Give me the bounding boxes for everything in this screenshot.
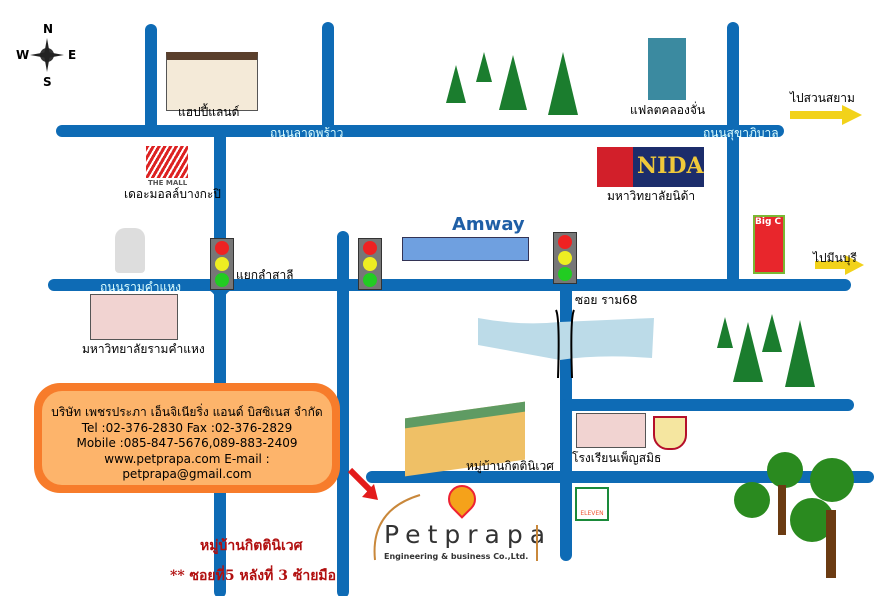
note-directions: ** ซอยที่5 หลังที่ 3 ซ้ายมือ	[170, 568, 337, 584]
label-flat: แฟลตคลองจั่น	[630, 103, 706, 117]
compass-icon	[30, 38, 64, 72]
tree-icons	[446, 52, 815, 387]
label-ru: มหาวิทยาลัยรามคำแหง	[82, 342, 205, 356]
note-village: หมู่บ้านกิตตินิเวศ	[200, 538, 303, 554]
big-c-logo: Big C	[753, 215, 785, 274]
road-label-ladprao: ถนนลาดพร้าว	[270, 126, 344, 140]
amway-logo: Amway	[452, 214, 525, 235]
company-web: www.petprapa.com E-mail : petprapa@gmail…	[104, 451, 270, 482]
compass-e: E	[68, 48, 77, 62]
label-village: หมู่บ้านกิตตินิเวศ	[466, 459, 554, 473]
compass-s: S	[43, 75, 52, 89]
direction-minburi: ไปมีนบุรี	[813, 251, 857, 265]
the-mall-logo-text: THE MALL	[148, 179, 188, 187]
road-label-sukhaphiban: ถนนสุขาภิบาล	[703, 126, 779, 140]
logo-divider	[536, 525, 538, 561]
traffic-light-icon	[553, 232, 577, 284]
road-label-ramkhamhaeng: ถนนรามคำแหง	[100, 280, 182, 294]
river	[478, 318, 654, 360]
label-nida: มหาวิทยาลัยนิด้า	[607, 189, 696, 203]
label-junction: แยกลำสาลี	[236, 268, 294, 282]
ru-building-icon	[90, 294, 178, 340]
company-info-box: บริษัท เพชรประภา เอ็นจิเนียริ่ง แอนด์ บิ…	[34, 383, 340, 493]
school-building-icon	[576, 413, 646, 448]
school-emblem-icon	[653, 416, 687, 450]
direction-arrows	[790, 105, 864, 275]
petprapa-logo-sub: Engineering & business Co.,Ltd.	[384, 552, 529, 561]
direction-siam-park: ไปสวนสยาม	[790, 91, 855, 105]
company-mobile: Mobile :085-847-5676,089-883-2409	[76, 436, 298, 450]
company-tel: Tel :02-376-2830 Fax :02-376-2829	[81, 420, 293, 435]
round-tree-icons	[734, 452, 854, 542]
petprapa-logo-name: Petprapa	[384, 520, 553, 549]
compass-w: W	[16, 48, 30, 62]
happyland-building-icon	[166, 52, 258, 111]
ru-emblem-icon	[115, 228, 145, 273]
company-name: บริษัท เพชรประภา เอ็นจิเนียริ่ง แอนด์ บิ…	[51, 405, 323, 419]
the-mall-logo	[146, 146, 188, 178]
traffic-light-icon	[358, 238, 382, 290]
label-happyland: แฮปปี้แลนด์	[178, 105, 240, 119]
label-school: โรงเรียนเพ็ญสมิธ	[572, 451, 662, 465]
compass-n: N	[43, 22, 54, 36]
flat-building-icon	[648, 38, 686, 100]
label-mall: เดอะมอลล์บางกะปิ	[124, 187, 221, 201]
road-label-soi68: ซอย ราม68	[575, 293, 638, 307]
nida-logo: NIDA	[597, 147, 704, 187]
amway-building-icon	[402, 237, 529, 261]
seven-eleven-logo: ELEVEN	[575, 487, 609, 521]
traffic-light-icon	[210, 238, 234, 290]
